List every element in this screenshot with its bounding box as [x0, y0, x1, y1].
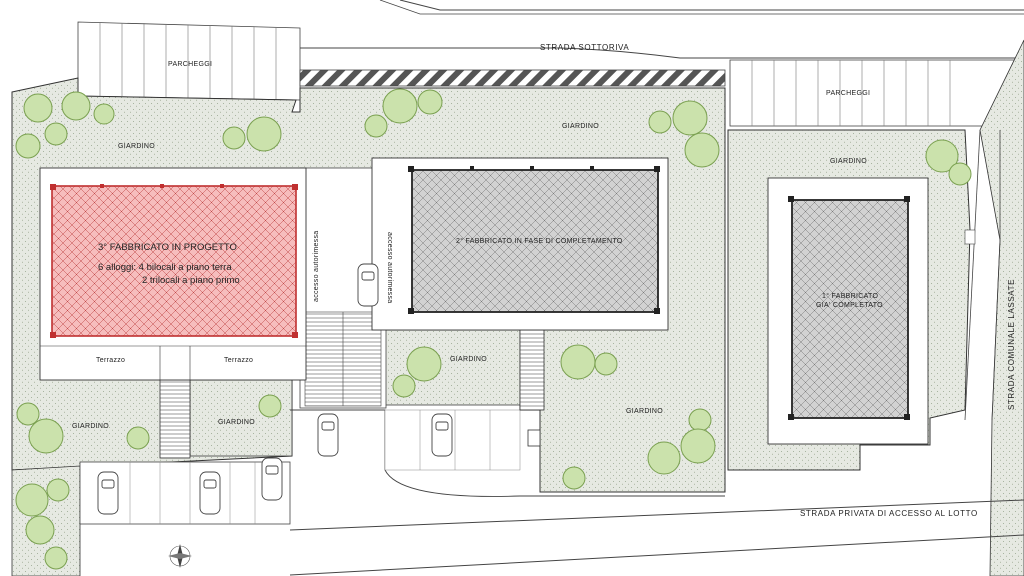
- cars: [97, 263, 453, 515]
- tree: [126, 426, 150, 450]
- label-strada-sottoriva: STRADA SOTTORIVA: [540, 43, 629, 52]
- car-icon: [199, 471, 221, 515]
- tree: [382, 88, 418, 124]
- building-2: [371, 157, 669, 331]
- label-giardino-3: GIARDINO: [830, 158, 867, 165]
- tree: [680, 428, 716, 464]
- tree: [406, 346, 442, 382]
- building2-label: 2° FABBRICATO IN FASE DI COMPLETAMENTO: [456, 237, 623, 245]
- tree: [364, 114, 388, 138]
- trees: [15, 88, 972, 570]
- tree: [594, 352, 618, 376]
- label-terrazzo-2: Terrazzo: [224, 357, 253, 364]
- label-accesso-autorimessa-2: accesso autorimessa: [386, 232, 393, 303]
- tree: [23, 93, 53, 123]
- label-giardino-1: GIARDINO: [118, 143, 155, 150]
- car-icon: [317, 413, 339, 457]
- stairs: [159, 329, 545, 459]
- tree: [560, 344, 596, 380]
- label-giardino-6: GIARDINO: [72, 423, 109, 430]
- car-icon: [97, 471, 119, 515]
- parking-top-right: [729, 59, 1024, 127]
- road-top: [300, 0, 1024, 59]
- tree: [46, 478, 70, 502]
- label-giardino-7: GIARDINO: [218, 419, 255, 426]
- building1-label-2: GIA' COMPLETATO: [816, 302, 883, 309]
- tree: [44, 122, 68, 146]
- tree: [16, 402, 40, 426]
- tree: [672, 100, 708, 136]
- label-giardino-5: GIARDINO: [626, 408, 663, 415]
- car-icon: [261, 457, 283, 501]
- tree: [417, 89, 443, 115]
- label-giardino-2: GIARDINO: [562, 123, 599, 130]
- label-accesso-autorimessa-1: accesso autorimessa: [313, 231, 320, 302]
- tree: [28, 418, 64, 454]
- label-giardino-4: GIARDINO: [450, 356, 487, 363]
- tree: [15, 133, 41, 159]
- tree: [44, 546, 68, 570]
- tree: [93, 103, 115, 125]
- tree: [648, 110, 672, 134]
- tree: [61, 91, 91, 121]
- tree: [948, 162, 972, 186]
- building1-label-1: 1° FABBRICATO: [822, 292, 878, 300]
- compass-rose-icon: [168, 544, 192, 568]
- building3-line2: 2 trilocali a piano primo: [142, 275, 240, 286]
- tree: [684, 132, 720, 168]
- tree: [246, 116, 282, 152]
- tree: [647, 441, 681, 475]
- building-1: [767, 177, 929, 445]
- hatched-entrance-strip: [299, 69, 726, 87]
- building3-title: 3° FABBRICATO IN PROGETTO: [98, 242, 237, 253]
- tree: [562, 466, 586, 490]
- road-right: [964, 129, 1001, 421]
- tree: [392, 374, 416, 398]
- tree: [925, 139, 959, 173]
- building3-line1: 6 alloggi: 4 bilocali a piano terra: [98, 262, 232, 273]
- building-3-new: [39, 167, 307, 381]
- tree: [15, 483, 49, 517]
- label-strada-comunale: STRADA COMUNALE LASSATE: [1007, 279, 1016, 410]
- label-strada-privata: STRADA PRIVATA DI ACCESSO AL LOTTO: [800, 509, 978, 518]
- label-parcheggi-left: PARCHEGGI: [168, 61, 212, 68]
- tree: [222, 126, 246, 150]
- label-terrazzo-1: Terrazzo: [96, 357, 125, 364]
- car-icon: [431, 413, 453, 457]
- car-icon: [357, 263, 379, 307]
- tree: [258, 394, 282, 418]
- tree: [688, 408, 712, 432]
- tree: [25, 515, 55, 545]
- label-parcheggi-right: PARCHEGGI: [826, 90, 870, 97]
